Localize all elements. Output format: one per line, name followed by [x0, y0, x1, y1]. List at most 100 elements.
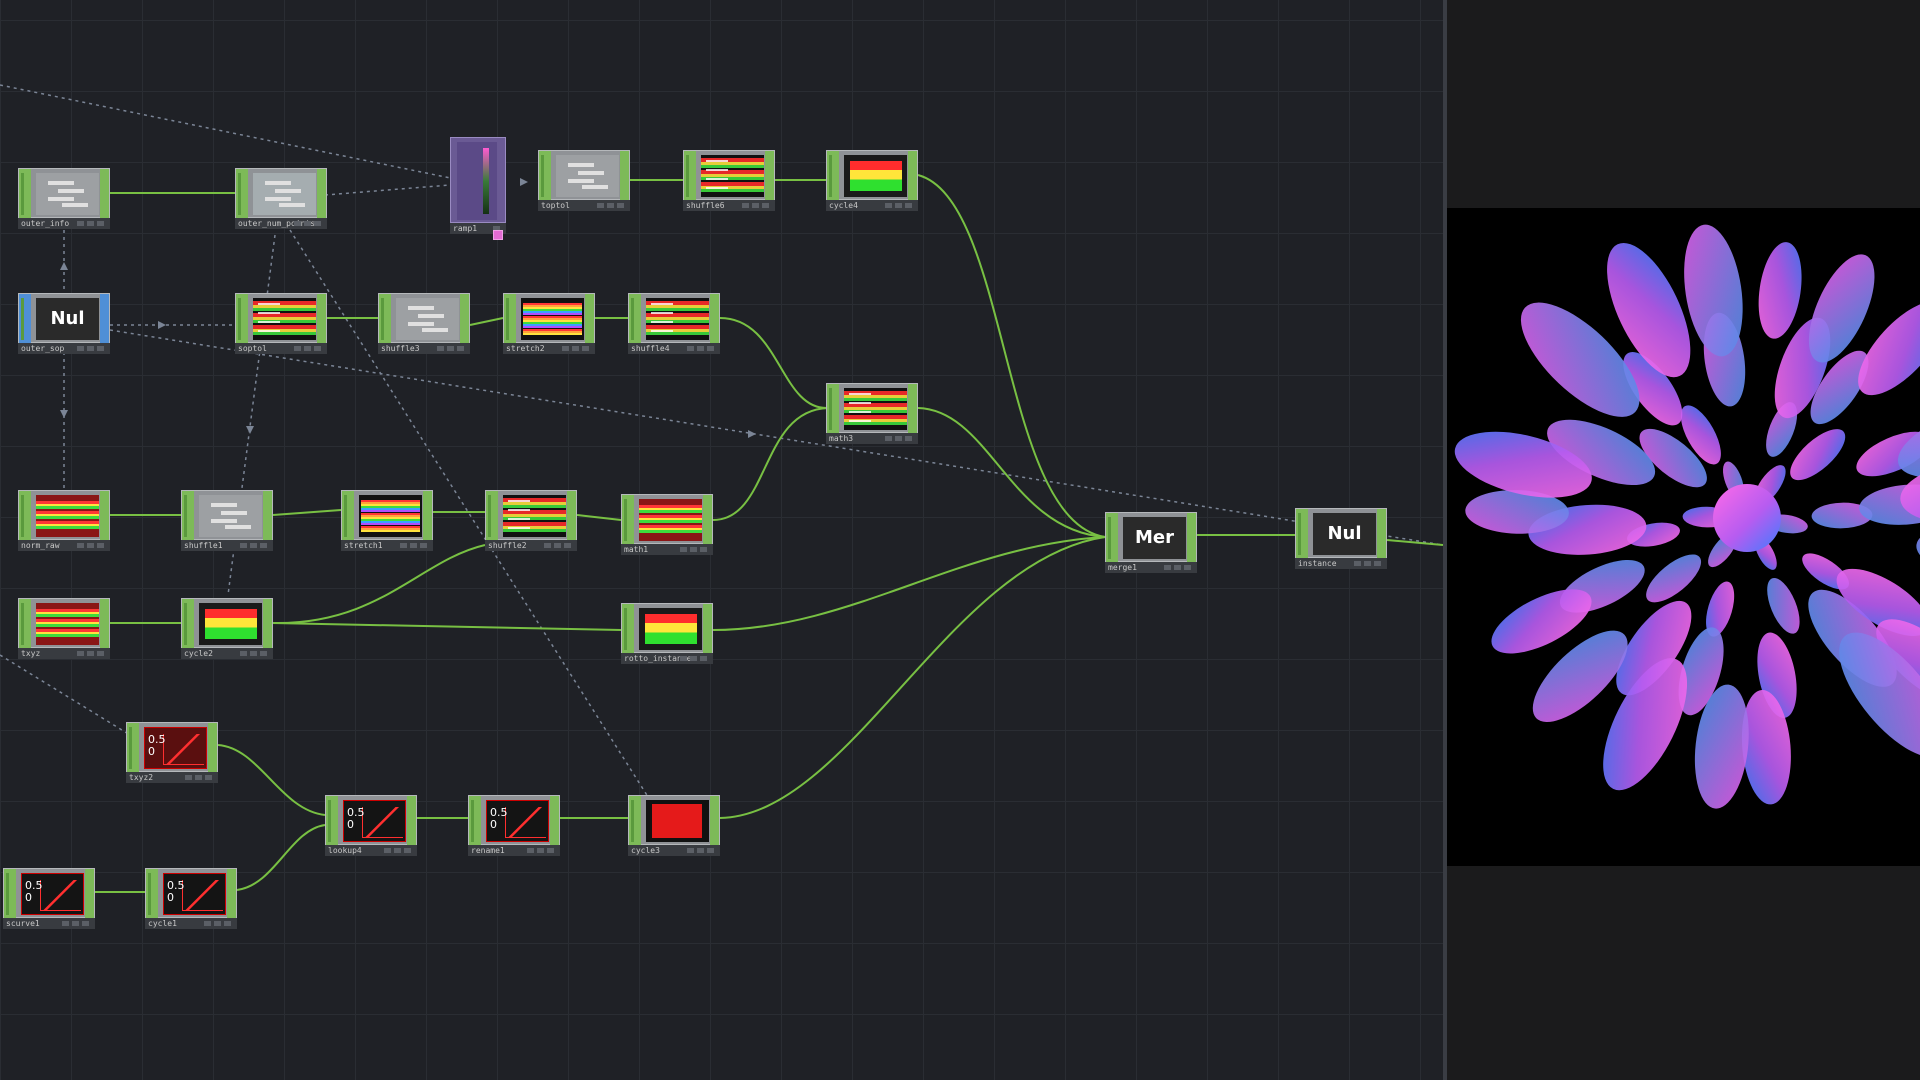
node-cycle4[interactable]: cycle4 — [826, 150, 918, 212]
node-label: stretch2 — [503, 343, 595, 354]
node-viewer — [163, 873, 226, 915]
node-rename1[interactable]: rename1 — [468, 795, 560, 857]
node-viewer — [36, 173, 99, 215]
node-ramp1[interactable]: ramp1 — [450, 137, 542, 234]
node-soptol[interactable]: soptol — [235, 293, 327, 355]
petal — [1678, 627, 1724, 716]
node-stretch2[interactable]: stretch2 — [503, 293, 595, 355]
network-editor[interactable]: outer_info outer_num_points ramp1 toptol… — [0, 0, 1443, 1080]
node-label: ramp1 — [450, 223, 506, 234]
node-math3[interactable]: math3 — [826, 383, 918, 445]
node-label: txyz2 — [126, 772, 218, 783]
node-label: rename1 — [468, 845, 560, 856]
petal — [1520, 302, 1640, 417]
dashed-wire — [289, 229, 651, 801]
node-viewer — [639, 608, 702, 650]
wire — [272, 509, 342, 516]
node-label: math1 — [621, 544, 713, 555]
node-viewer — [844, 388, 907, 430]
petal-group — [1454, 224, 1920, 809]
petal — [1839, 632, 1920, 758]
petal — [1603, 658, 1688, 791]
petal — [1639, 428, 1707, 488]
node-label: cycle3 — [628, 845, 720, 856]
node-viewer — [639, 499, 702, 541]
wire — [272, 622, 622, 631]
petal — [1767, 577, 1800, 634]
petal — [1646, 554, 1702, 603]
wire — [712, 407, 829, 521]
dashed-wire — [0, 84, 461, 181]
node-cycle3[interactable]: cycle3 — [628, 795, 720, 857]
node-shuffle6[interactable]: shuffle6 — [683, 150, 775, 212]
node-label: cycle4 — [826, 200, 918, 211]
node-lookup4[interactable]: lookup4 — [325, 795, 417, 857]
arrow-icon — [60, 262, 68, 270]
wire — [917, 407, 1106, 538]
node-rotto-instance[interactable]: rotto_instance — [621, 603, 713, 665]
node-viewer — [144, 727, 207, 769]
node-stretch1[interactable]: stretch1 — [341, 490, 433, 552]
node-outer-info[interactable]: outer_info — [18, 168, 110, 230]
petal — [1741, 689, 1791, 805]
arrow-icon — [246, 426, 254, 434]
node-shuffle2[interactable]: shuffle2 — [485, 490, 577, 552]
wire — [917, 174, 1106, 538]
node-txyz[interactable]: txyz — [18, 598, 110, 660]
node-viewer — [646, 298, 709, 340]
node-label: scurve1 — [3, 918, 95, 929]
node-scurve1[interactable]: scurve1 — [3, 868, 95, 930]
node-viewer — [36, 603, 99, 645]
petal — [1836, 568, 1920, 636]
node-label: outer_sop — [18, 343, 110, 354]
node-viewer: Nul — [36, 298, 99, 340]
node-label: shuffle4 — [628, 343, 720, 354]
petal — [1811, 502, 1873, 529]
node-instance[interactable]: Nul instance — [1295, 508, 1387, 570]
node-shuffle3[interactable]: shuffle3 — [378, 293, 470, 355]
node-viewer — [199, 603, 262, 645]
node-norm-raw[interactable]: norm_raw — [18, 490, 110, 552]
petal — [1623, 352, 1683, 426]
node-merge1[interactable]: Mer merge1 — [1105, 512, 1197, 574]
node-label: stretch1 — [341, 540, 433, 551]
node-viewer — [199, 495, 262, 537]
node-label: math3 — [826, 433, 918, 444]
node-txyz2[interactable]: txyz2 — [126, 722, 218, 784]
node-cycle2[interactable]: cycle2 — [181, 598, 273, 660]
node-viewer — [21, 873, 84, 915]
node-label: norm_raw — [18, 540, 110, 551]
node-label: shuffle3 — [378, 343, 470, 354]
node-viewer — [701, 155, 764, 197]
render-viewer[interactable] — [1447, 208, 1920, 866]
petal-render — [1454, 224, 1920, 809]
node-math1[interactable]: math1 — [621, 494, 713, 556]
panel-divider[interactable] — [1443, 0, 1447, 1080]
node-label: toptol — [538, 200, 630, 211]
node-outer-num-points[interactable]: outer_num_points — [235, 168, 327, 230]
node-toptol[interactable]: toptol — [538, 150, 630, 212]
petal — [1465, 490, 1569, 534]
wire — [236, 824, 326, 891]
node-shuffle4[interactable]: shuffle4 — [628, 293, 720, 355]
node-label: rotto_instance — [621, 653, 713, 664]
node-label: lookup4 — [325, 845, 417, 856]
node-outer-sop[interactable]: Nul outer_sop — [18, 293, 110, 355]
petal — [1616, 600, 1692, 696]
ramp-flag-icon[interactable] — [493, 230, 503, 240]
node-cycle1[interactable]: cycle1 — [145, 868, 237, 930]
node-label: instance — [1295, 558, 1387, 569]
wire — [712, 536, 1106, 631]
node-label: cycle1 — [145, 918, 237, 929]
node-viewer — [486, 800, 549, 842]
petal — [1491, 589, 1592, 654]
node-label: outer_info — [18, 218, 110, 229]
petal — [1790, 429, 1846, 481]
arrow-icon — [158, 321, 166, 329]
wire — [1386, 539, 1443, 546]
node-viewer — [457, 142, 497, 220]
wire — [469, 317, 504, 326]
node-viewer — [253, 298, 316, 340]
node-shuffle1[interactable]: shuffle1 — [181, 490, 273, 552]
node-viewer — [36, 495, 99, 537]
